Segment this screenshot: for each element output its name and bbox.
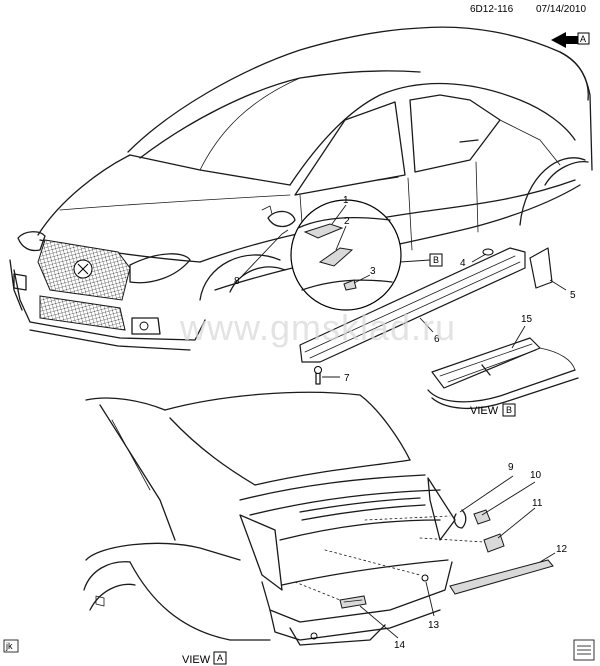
- callout-2: 2: [344, 216, 350, 227]
- corner-tag: jk: [3, 639, 19, 653]
- callout-5: 5: [570, 290, 576, 301]
- detail-ref: B: [433, 255, 439, 265]
- sill-plate-view-b: [427, 337, 579, 410]
- watermark: www.gmsklad.ru: [179, 307, 456, 348]
- callout-6: 6: [434, 334, 440, 345]
- part-9-seal: [453, 509, 467, 529]
- diagram-date: 07/14/2010: [536, 4, 586, 15]
- view-b-letter: B: [506, 405, 512, 415]
- view-b-label: VIEW B: [470, 403, 516, 417]
- view-a-word: VIEW: [182, 654, 211, 666]
- callout-15: 15: [521, 314, 533, 325]
- part-2-bezel: [318, 247, 354, 267]
- callout-9: 9: [508, 462, 514, 473]
- rocker-panel: [299, 247, 553, 385]
- callout-10: 10: [530, 470, 542, 481]
- callout-4: 4: [460, 258, 466, 269]
- callout-8: 8: [234, 276, 240, 287]
- part-1-vent: [303, 223, 344, 239]
- part-3-clip: [343, 279, 357, 291]
- part-10-cover: [473, 509, 491, 525]
- view-b-word: VIEW: [470, 405, 499, 417]
- diagram-ref: 6D12-116: [470, 4, 514, 15]
- callout-13: 13: [428, 620, 440, 631]
- callout-7: 7: [344, 373, 350, 384]
- arrow-label: A: [580, 34, 586, 44]
- callout-12: 12: [556, 544, 568, 555]
- leader-lines: [240, 204, 567, 639]
- callout-11: 11: [532, 498, 543, 509]
- callout-1: 1: [343, 195, 349, 206]
- detail-circle: B: [290, 199, 443, 311]
- view-a-letter: A: [217, 653, 223, 663]
- lower-car: [83, 391, 554, 646]
- view-a-label: VIEW A: [182, 651, 227, 666]
- callout-14: 14: [394, 640, 406, 651]
- upper-car: [9, 26, 593, 351]
- part-12-trim: [449, 559, 554, 595]
- part-5-extension: [529, 247, 553, 289]
- scale-icon: [573, 639, 595, 661]
- view-a-arrow: A: [551, 32, 590, 48]
- corner-tag-text: jk: [5, 641, 13, 651]
- part-14-emblem: [339, 595, 367, 609]
- part-11-bracket: [483, 533, 505, 553]
- callout-3: 3: [370, 266, 376, 277]
